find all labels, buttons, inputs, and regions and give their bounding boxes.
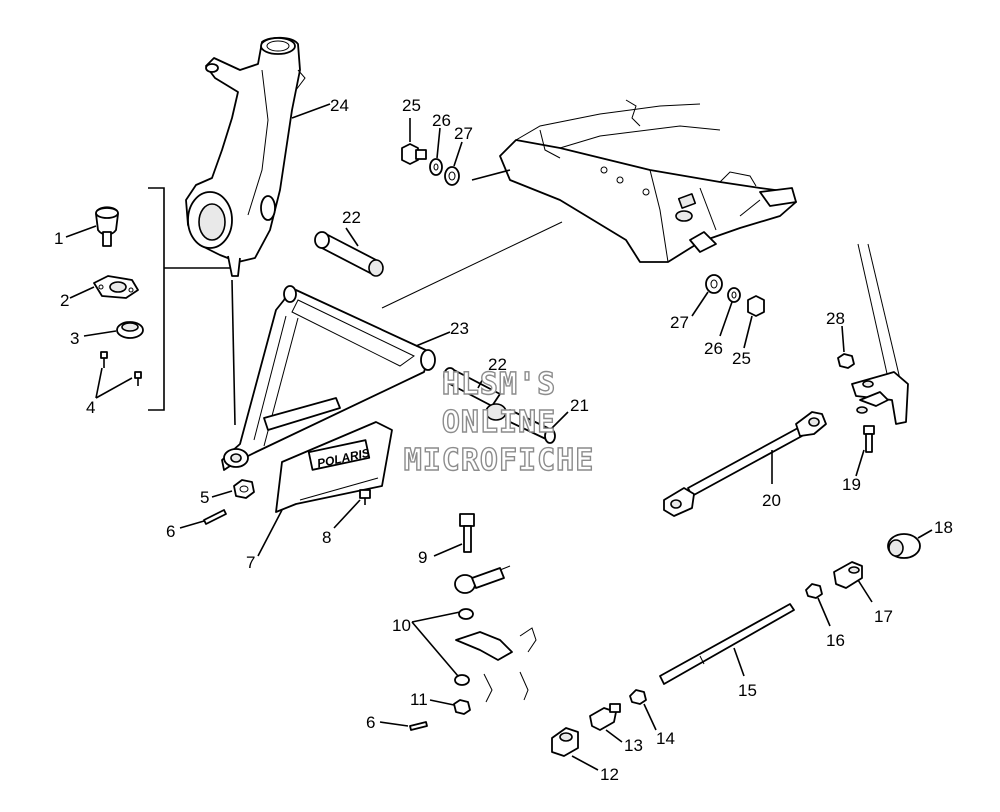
callout-2: 2 — [60, 291, 69, 310]
callout-8: 8 — [322, 528, 331, 547]
watermark: HLSM'S ONLINE MICROFICHE — [403, 366, 595, 478]
watermark-line-1: HLSM'S — [442, 367, 556, 402]
watermark-line-2: ONLINE — [442, 405, 556, 440]
callout-21: 21 — [570, 396, 589, 415]
sleeve-upper — [314, 227, 384, 277]
callout-6-lower: 6 — [366, 713, 375, 732]
callout-20: 20 — [762, 491, 781, 510]
callout-22-lower: 22 — [488, 355, 507, 374]
rod-end-boot — [887, 529, 933, 559]
jam-nut-upper — [805, 583, 831, 627]
jam-nut-lower — [629, 689, 657, 731]
callout-10: 10 — [392, 616, 411, 635]
callout-5: 5 — [200, 488, 209, 507]
plate — [69, 275, 139, 299]
cotter-pin-upper — [179, 509, 227, 529]
callout-26-lower: 26 — [704, 339, 723, 358]
watermark-line-3: MICROFICHE — [404, 443, 595, 478]
callout-16: 16 — [826, 631, 845, 650]
callout-12: 12 — [600, 765, 619, 784]
bolt-washers-lower — [691, 274, 765, 349]
rod-end-upper — [833, 561, 873, 603]
bolt-washers-upper — [401, 118, 463, 186]
callout-3: 3 — [70, 329, 79, 348]
callout-9: 9 — [418, 548, 427, 567]
callout-19: 19 — [842, 475, 861, 494]
callout-18: 18 — [934, 518, 953, 537]
callout-27-upper: 27 — [454, 124, 473, 143]
callout-17: 17 — [874, 607, 893, 626]
callout-6-upper: 6 — [166, 522, 175, 541]
group-bracket — [148, 187, 236, 426]
screws — [95, 351, 142, 399]
sleeve-lower — [443, 367, 569, 444]
rod-end-lower — [551, 727, 599, 771]
callout-25-lower: 25 — [732, 349, 751, 368]
callout-11: 11 — [410, 690, 428, 709]
steering-knuckle — [185, 36, 331, 277]
callout-13: 13 — [624, 736, 643, 755]
tie-rod-bolt — [433, 513, 475, 557]
ball-stud — [589, 703, 623, 743]
frame — [381, 99, 797, 309]
callout-labels: 1 2 3 4 5 6 7 8 9 10 11 6 12 13 14 15 16… — [54, 96, 953, 784]
a-arm — [221, 285, 451, 471]
callout-1: 1 — [54, 229, 63, 248]
tie-rod-assembly — [663, 411, 827, 517]
tie-rod — [659, 603, 795, 685]
callout-27-lower: 27 — [670, 313, 689, 332]
cotter-pin-lower — [379, 721, 428, 731]
callout-15: 15 — [738, 681, 757, 700]
callout-24: 24 — [330, 96, 349, 115]
skid-bolt — [333, 489, 371, 529]
boot — [83, 321, 144, 339]
lock-nut — [429, 699, 471, 715]
callout-14: 14 — [656, 729, 675, 748]
callout-7: 7 — [246, 553, 255, 572]
callout-26-upper: 26 — [432, 111, 451, 130]
callout-25-upper: 25 — [402, 96, 421, 115]
steering-arm — [411, 565, 537, 703]
castle-nut — [211, 479, 255, 499]
steering-post — [837, 243, 909, 477]
callout-22-upper: 22 — [342, 208, 361, 227]
ball-joint — [65, 206, 119, 247]
callout-28: 28 — [826, 309, 845, 328]
callout-23: 23 — [450, 319, 469, 338]
callout-4: 4 — [86, 398, 95, 417]
